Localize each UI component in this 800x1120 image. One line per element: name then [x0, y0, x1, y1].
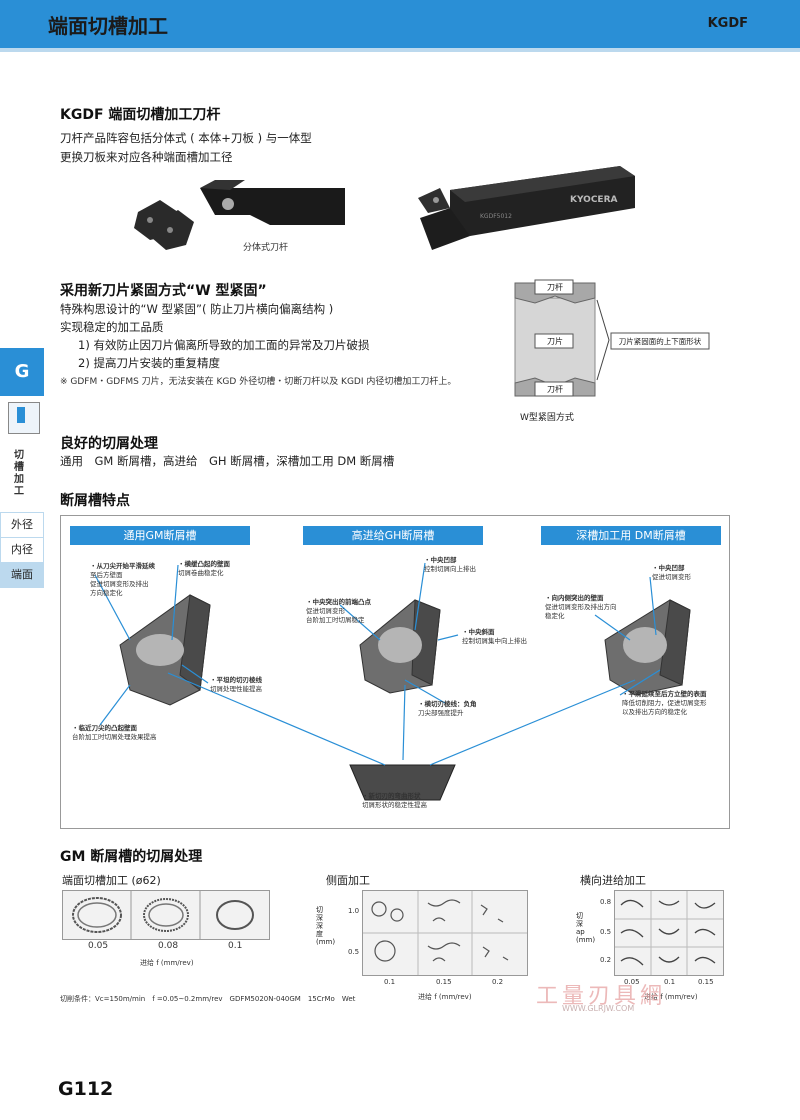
p2-xlabel: 进给 f (mm/rev): [418, 993, 472, 1001]
p1-chip-photos: [62, 890, 270, 940]
p1-tick-1: 0.08: [158, 941, 179, 951]
p3-chip-photos: [614, 890, 724, 976]
section2-line2: 实现稳定的加工品质: [60, 320, 164, 334]
features-title: 断屑槽特点: [60, 493, 130, 509]
gh-note-2: ・中央突出的前端凸点促进切屑变形 台阶加工时切屑稳定: [306, 598, 371, 624]
p3-xtick-0: 0.05: [624, 978, 640, 986]
gm-note-2: ・横缓凸起的壁面切屑卷曲稳定化: [178, 560, 230, 577]
section2-title: 采用新刀片紧固方式“W 型紧固”: [60, 283, 267, 299]
section3-title: 良好的切屑处理: [60, 436, 158, 452]
section2-note: ※ GDFM・GDFMS 刀片，无法安装在 KGD 外径切槽・切断刀杆以及 KG…: [60, 377, 457, 387]
p3-xtick-1: 0.1: [664, 978, 676, 986]
p1-xlabel: 进给 f (mm/rev): [140, 959, 194, 967]
center-edge-note: ・新切刃的弯曲形状切屑形状的稳定性提高: [362, 792, 427, 809]
p2-ytick-1: 0.5: [348, 948, 360, 956]
sidebar-vertical-label: 切槽加工: [14, 450, 24, 497]
split-holder-caption: 分体式刀杆: [243, 243, 289, 253]
watermark-url: WWW.GLRJW.COM: [562, 1004, 635, 1013]
tool-model-text: KGDF5012: [480, 213, 512, 220]
section2-item1: 1) 有效防止因刀片偏离所导致的加工面的异常及刀片破损: [78, 338, 370, 352]
chipbreaker-illustrations: [94, 562, 691, 801]
gm-note-3: ・平坦的切刃棱线切屑处理性能提高: [210, 676, 262, 693]
gh-note-3: ・中央斜面控制切屑集中向上排出: [462, 628, 527, 645]
gm-section-title: GM 断屑槽的切屑处理: [60, 849, 203, 865]
w-label-bottom: 刀杆: [547, 385, 563, 394]
page-number: G112: [58, 1078, 114, 1100]
sidebar-g-tab[interactable]: G: [0, 348, 44, 396]
dm-note-2: ・向内侧突出的壁面促进切屑变形及排出方向 稳定化: [545, 594, 617, 620]
header-divider: [0, 48, 800, 52]
p2-ytick-0: 1.0: [348, 907, 360, 915]
p3-ylabel: 切深 ap (mm): [576, 912, 596, 944]
section1-line2: 更换刀板来对应各种端面槽加工径: [60, 150, 233, 164]
sidebar-item-outer[interactable]: 外径: [0, 512, 44, 538]
p1-tick-2: 0.1: [228, 941, 243, 951]
section1-title: KGDF 端面切槽加工刀杆: [60, 107, 221, 123]
split-holder-image: [134, 180, 345, 250]
p3-xtick-2: 0.15: [698, 978, 714, 986]
p2-title: 侧面加工: [326, 874, 370, 887]
tool-brand-text: KYOCERA: [570, 195, 618, 205]
cutting-conditions: 切削条件：Vc=150m/min f =0.05~0.2mm/rev GDFM5…: [60, 995, 356, 1003]
w-callout: 刀片紧固面的上下面形状: [618, 337, 702, 346]
section3-line1: 通用 GM 断屑槽，高进给 GH 断屑槽，深槽加工用 DM 断屑槽: [60, 454, 395, 468]
page-header: 端面切槽加工 KGDF: [0, 0, 800, 48]
p1-tick-0: 0.05: [88, 941, 109, 951]
page-title: 端面切槽加工: [48, 14, 168, 38]
p2-chip-photos: [362, 890, 528, 976]
grooving-icon: [8, 402, 40, 434]
p2-xtick-1: 0.15: [436, 978, 452, 986]
p3-ytick-1: 0.5: [600, 928, 612, 936]
tab-gm: 通用GM断屑槽: [70, 526, 250, 545]
sidebar-item-face[interactable]: 端面: [0, 562, 44, 588]
chipbreaker-features-box: [60, 515, 730, 829]
p2-ylabel: 切深深度 (mm): [316, 906, 336, 946]
tab-gh: 高进给GH断屑槽: [303, 526, 483, 545]
gm-note-1: ・从刀尖开始平滑延续至后方壁面 促进切屑变形及排出 方向稳定化: [90, 562, 155, 597]
gm-note-4: ・临近刀尖的凸起壁面台阶加工时切屑处理效果提高: [72, 724, 157, 741]
gh-note-1: ・中央凹部控制切屑向上排出: [424, 556, 476, 573]
product-code: KGDF: [707, 16, 748, 31]
p2-xtick-2: 0.2: [492, 978, 504, 986]
gh-note-4: ・横切刃棱线：负角刀尖部强度提升: [418, 700, 477, 717]
p3-ytick-2: 0.2: [600, 956, 612, 964]
p1-title: 端面切槽加工 (ø62): [62, 874, 161, 887]
section2-line1: 特殊构思设计的“W 型紧固”( 防止刀片横向偏离结构 ): [60, 302, 334, 316]
integral-holder-image: KYOCERA KGDF5012: [418, 166, 635, 250]
w-label-top: 刀杆: [547, 283, 563, 292]
p2-xtick-0: 0.1: [384, 978, 396, 986]
tab-dm: 深槽加工用 DM断屑槽: [541, 526, 721, 545]
p3-title: 横向进给加工: [580, 874, 646, 887]
p3-ytick-0: 0.8: [600, 898, 612, 906]
section2-item2: 2) 提高刀片安装的重复精度: [78, 356, 220, 370]
watermark-text: 工量刃具網: [536, 984, 667, 1009]
dm-note-3: ・平滑延续至后方立壁的表面降低切削阻力，促进切屑变形 以及排出方向的稳定化: [622, 690, 707, 716]
sidebar-item-inner[interactable]: 内径: [0, 537, 44, 563]
w-clamp-diagram: [514, 279, 710, 397]
dm-note-1: ・中央凹部促进切屑变形: [652, 564, 691, 581]
w-caption: W型紧固方式: [520, 413, 574, 423]
w-label-mid: 刀片: [547, 337, 563, 346]
section1-line1: 刀杆产品阵容包括分体式 ( 本体+刀板 ) 与一体型: [60, 131, 312, 145]
p3-xlabel: 进给 f (mm/rev): [644, 993, 698, 1001]
